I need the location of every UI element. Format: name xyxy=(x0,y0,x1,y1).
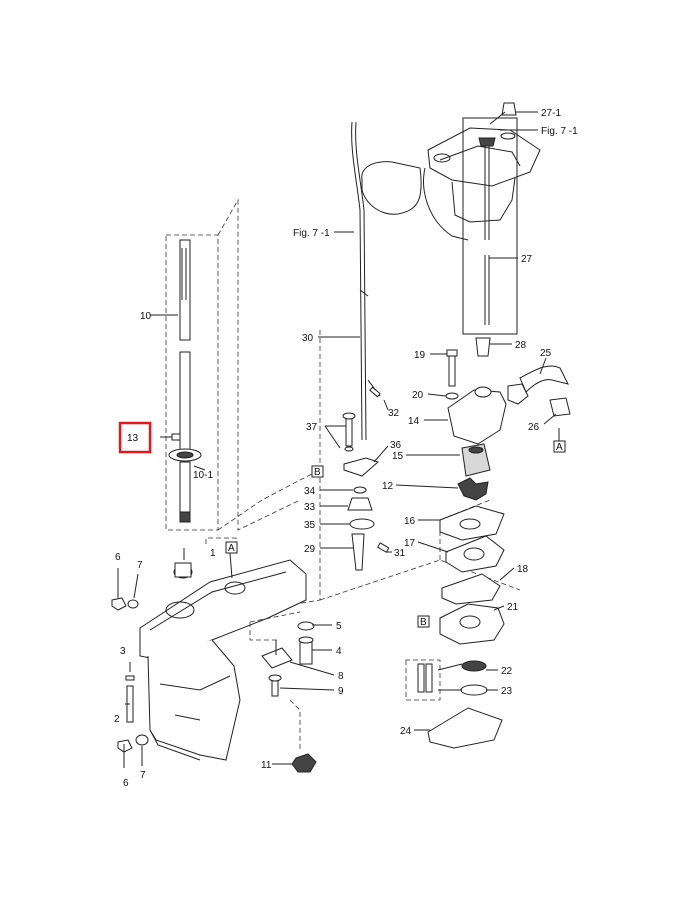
drive-shaft-leaders xyxy=(150,314,206,471)
reference-letter-boxes: A A B B xyxy=(225,428,566,628)
callout-6-lower: 6 xyxy=(123,778,129,789)
callout-10: 10 xyxy=(140,311,152,322)
callout-fig-ref-left: Fig. 7 -1 xyxy=(293,228,330,239)
ref-box-b-middle: B xyxy=(314,467,321,478)
powerhead-outline xyxy=(361,161,469,241)
callout-33: 33 xyxy=(304,502,316,513)
callout-25: 25 xyxy=(540,348,552,359)
callout-fig-ref-right: Fig. 7 -1 xyxy=(541,126,578,137)
ref-box-b-lower: B xyxy=(420,617,427,628)
callout-9: 9 xyxy=(338,686,344,697)
casing-bolts-left xyxy=(111,597,149,753)
callout-30: 30 xyxy=(302,333,314,344)
callout-27-1: 27-1 xyxy=(541,108,561,119)
callout-35: 35 xyxy=(304,520,316,531)
callout-7-lower: 7 xyxy=(140,770,146,781)
callout-28: 28 xyxy=(515,340,527,351)
callout-11: 11 xyxy=(261,760,272,771)
callout-21: 21 xyxy=(507,602,519,613)
callout-31: 31 xyxy=(394,548,406,559)
callout-12: 12 xyxy=(382,481,394,492)
callout-labels: 27-1 Fig. 7 -1 27 Fig. 7 -1 30 32 10 10-… xyxy=(114,108,578,789)
callout-16: 16 xyxy=(404,516,416,527)
callout-34: 34 xyxy=(304,486,316,497)
callout-27: 27 xyxy=(521,254,533,265)
callout-leaders xyxy=(117,111,557,768)
shift-rod-box xyxy=(462,102,518,335)
highlighted-callout-13[interactable]: 13 xyxy=(118,421,152,454)
callout-22: 22 xyxy=(501,666,513,677)
water-pump-parts xyxy=(405,337,571,749)
callout-10-1: 10-1 xyxy=(193,470,213,481)
callout-23: 23 xyxy=(501,686,513,697)
drive-shaft-group xyxy=(160,234,219,531)
callout-2: 2 xyxy=(114,714,120,725)
middle-parts xyxy=(324,412,390,571)
callout-6-upper: 6 xyxy=(115,552,121,563)
callout-1: 1 xyxy=(210,548,216,559)
center-lower-parts xyxy=(249,611,317,773)
callout-24: 24 xyxy=(400,726,412,737)
callout-20: 20 xyxy=(412,390,424,401)
callout-8: 8 xyxy=(338,671,344,682)
callout-36: 36 xyxy=(390,440,402,451)
callout-17: 17 xyxy=(404,538,416,549)
callout-4: 4 xyxy=(336,646,342,657)
shift-rod xyxy=(351,121,381,441)
callout-13: 13 xyxy=(127,433,139,444)
ref-box-a-casing: A xyxy=(228,543,235,554)
callout-3: 3 xyxy=(120,646,126,657)
highlight-box[interactable] xyxy=(118,421,152,454)
callout-19: 19 xyxy=(414,350,426,361)
ref-box-a-pump: A xyxy=(556,442,563,453)
callout-15: 15 xyxy=(392,451,404,462)
callout-26: 26 xyxy=(528,422,540,433)
callout-5: 5 xyxy=(336,621,342,632)
callout-18: 18 xyxy=(517,564,529,575)
callout-37: 37 xyxy=(306,422,318,433)
callout-7-upper: 7 xyxy=(137,560,143,571)
callout-29: 29 xyxy=(304,544,316,555)
callout-14: 14 xyxy=(408,416,420,427)
lower-unit-casing xyxy=(139,548,307,761)
callout-32: 32 xyxy=(388,408,400,419)
